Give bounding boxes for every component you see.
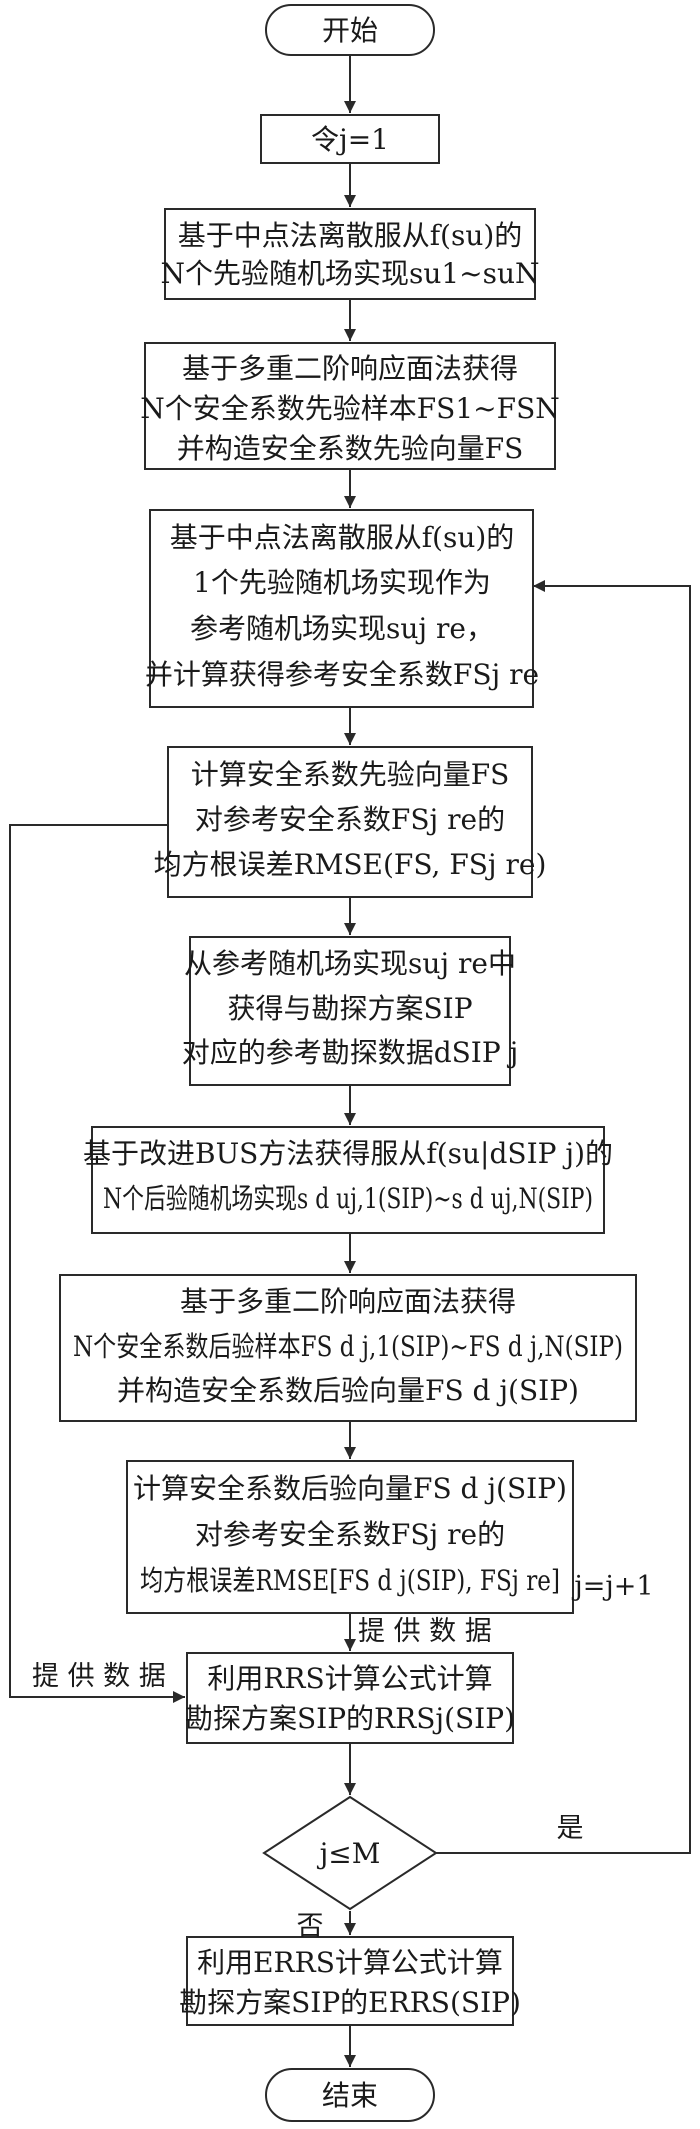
step3-line4: 并计算获得参考安全系数FSj re bbox=[145, 658, 539, 691]
step5-line3: 对应的参考勘探数据dSIP j bbox=[182, 1036, 519, 1069]
step10-line2: 勘探方案SIP的ERRS(SIP) bbox=[179, 1986, 521, 2019]
edge-step4-to-step9 bbox=[9, 824, 185, 1703]
step1-line1: 基于中点法离散服从f(su)的 bbox=[178, 219, 523, 252]
no-label: 否 bbox=[297, 1911, 324, 1942]
step5-line1: 从参考随机场实现suj re中 bbox=[184, 947, 516, 980]
provide-data-right-label: 提 供 数 据 bbox=[358, 1616, 492, 1647]
step9-line1: 利用RRS计算公式计算 bbox=[207, 1662, 492, 1695]
init-node: 令j=1 bbox=[260, 114, 440, 164]
step2-line3: 并构造安全系数先验向量FS bbox=[177, 432, 524, 465]
loop-increment-label: j=j+1 bbox=[571, 1571, 653, 1602]
step8-line3: 均方根误差RMSE[FS d j(SIP), FSj re] bbox=[140, 1564, 560, 1597]
step1-node: 基于中点法离散服从f(su)的 N个先验随机场实现su1~suN bbox=[160, 208, 540, 300]
step3-line1: 基于中点法离散服从f(su)的 bbox=[170, 521, 515, 554]
step4-line3: 均方根误差RMSE(FS, FSj re) bbox=[154, 848, 547, 881]
step2-line1: 基于多重二阶响应面法获得 bbox=[182, 352, 518, 385]
step4-line2: 对参考安全系数FSj re的 bbox=[195, 803, 505, 836]
step4-node: 计算安全系数先验向量FS 对参考安全系数FSj re的 均方根误差RMSE(FS… bbox=[154, 746, 547, 898]
step8-line1: 计算安全系数后验向量FS d j(SIP) bbox=[133, 1472, 567, 1505]
step6-line1: 基于改进BUS方法获得服从f(su|dSIP j)的 bbox=[83, 1137, 613, 1170]
step3-line3: 参考随机场实现suj re， bbox=[190, 612, 494, 645]
step9-node: 利用RRS计算公式计算 勘探方案SIP的RRSj(SIP) bbox=[185, 1652, 515, 1744]
yes-label: 是 bbox=[557, 1813, 584, 1844]
step7-line3: 并构造安全系数后验向量FS d j(SIP) bbox=[117, 1374, 579, 1407]
step1-line2: N个先验随机场实现su1~suN bbox=[160, 257, 539, 290]
step5-line2: 获得与勘探方案SIP bbox=[227, 992, 472, 1025]
step5-node: 从参考随机场实现suj re中 获得与勘探方案SIP 对应的参考勘探数据dSIP… bbox=[182, 936, 519, 1086]
step6-node: 基于改进BUS方法获得服从f(su|dSIP j)的 N个后验随机场实现s d … bbox=[83, 1126, 613, 1234]
step2-node: 基于多重二阶响应面法获得 N个安全系数先验样本FS1~FSN 并构造安全系数先验… bbox=[140, 342, 560, 470]
end-node: 结束 bbox=[265, 2068, 435, 2122]
edge-loop-back bbox=[436, 580, 691, 1854]
step7-node: 基于多重二阶响应面法获得 N个安全系数后验样本FS d j,1(SIP)~FS … bbox=[59, 1274, 637, 1422]
step10-node: 利用ERRS计算公式计算 勘探方案SIP的ERRS(SIP) bbox=[179, 1936, 521, 2026]
step3-line2: 1个先验随机场实现作为 bbox=[193, 566, 491, 599]
connectors bbox=[9, 55, 691, 2067]
step4-line1: 计算安全系数先验向量FS bbox=[191, 758, 510, 791]
decision-label: j≤M bbox=[317, 1837, 381, 1870]
start-node: 开始 bbox=[265, 4, 435, 56]
provide-data-left-label: 提 供 数 据 bbox=[32, 1661, 166, 1692]
step8-node: 计算安全系数后验向量FS d j(SIP) 对参考安全系数FSj re的 均方根… bbox=[126, 1460, 574, 1614]
step7-line2: N个安全系数后验样本FS d j,1(SIP)~FS d j,N(SIP) bbox=[73, 1330, 623, 1363]
decision-node: j≤M bbox=[262, 1795, 438, 1911]
start-label: 开始 bbox=[322, 14, 378, 47]
step9-line2: 勘探方案SIP的RRSj(SIP) bbox=[185, 1702, 515, 1735]
step10-line1: 利用ERRS计算公式计算 bbox=[197, 1946, 503, 1979]
step8-line2: 对参考安全系数FSj re的 bbox=[195, 1518, 505, 1551]
step7-line1: 基于多重二阶响应面法获得 bbox=[180, 1285, 516, 1318]
step2-line2: N个安全系数先验样本FS1~FSN bbox=[140, 392, 560, 425]
end-label: 结束 bbox=[322, 2079, 378, 2112]
init-label: 令j=1 bbox=[311, 123, 389, 156]
step3-node: 基于中点法离散服从f(su)的 1个先验随机场实现作为 参考随机场实现suj r… bbox=[145, 509, 539, 708]
step6-line2: N个后验随机场实现s d uj,1(SIP)~s d uj,N(SIP) bbox=[103, 1182, 593, 1215]
